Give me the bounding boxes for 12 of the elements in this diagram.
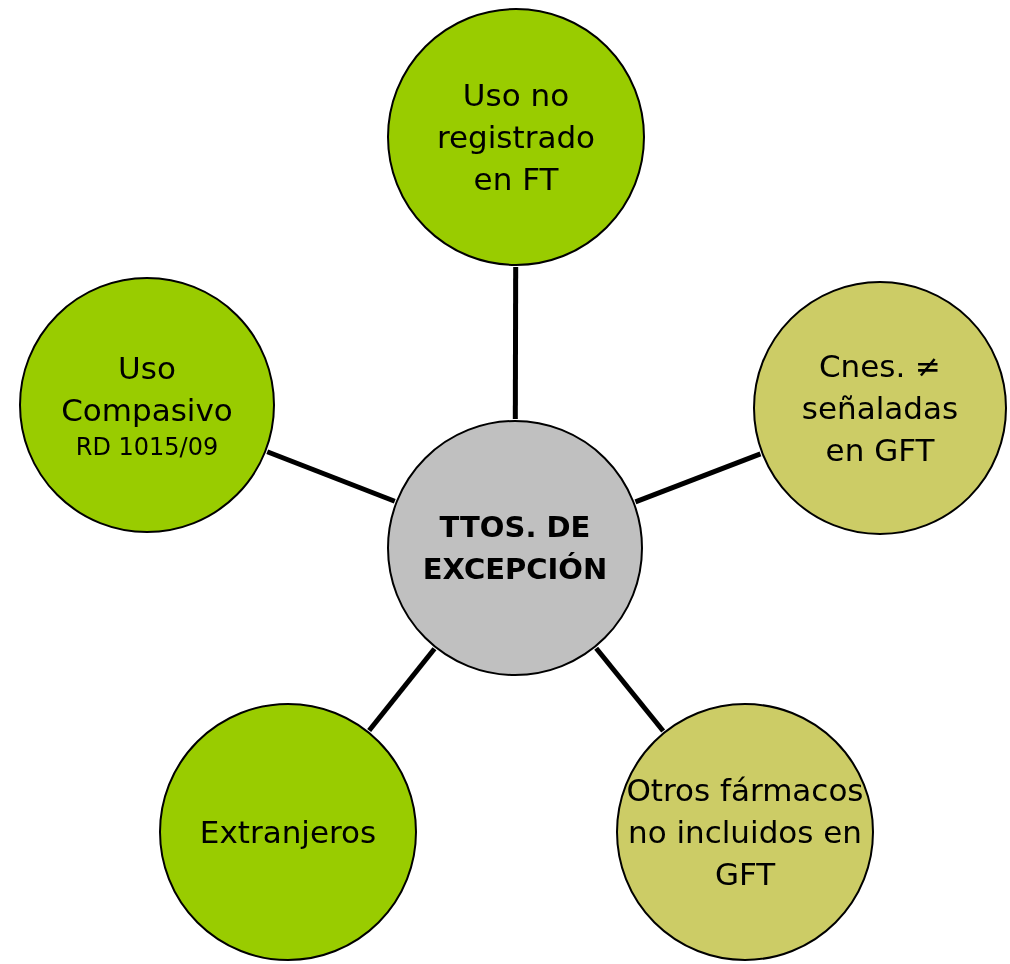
reference-label: RD 1015/09 (75, 432, 219, 463)
connector-line (512, 267, 519, 419)
connector-line (266, 449, 396, 504)
topic-label: Cnes. ≠ señaladas en GFT (800, 347, 960, 470)
topic-label: Uso no registrado en FT (435, 76, 597, 199)
title-label: TTOS. DE EXCEPCIÓN (421, 509, 609, 588)
topic-label: Uso Compasivo (60, 349, 234, 430)
connector-line (594, 646, 666, 733)
topic-label: Otros fármacos no incluidos en GFT (625, 771, 865, 894)
topic-label: Extranjeros (199, 813, 377, 852)
connector-line (367, 647, 437, 732)
connector-line (634, 451, 762, 505)
